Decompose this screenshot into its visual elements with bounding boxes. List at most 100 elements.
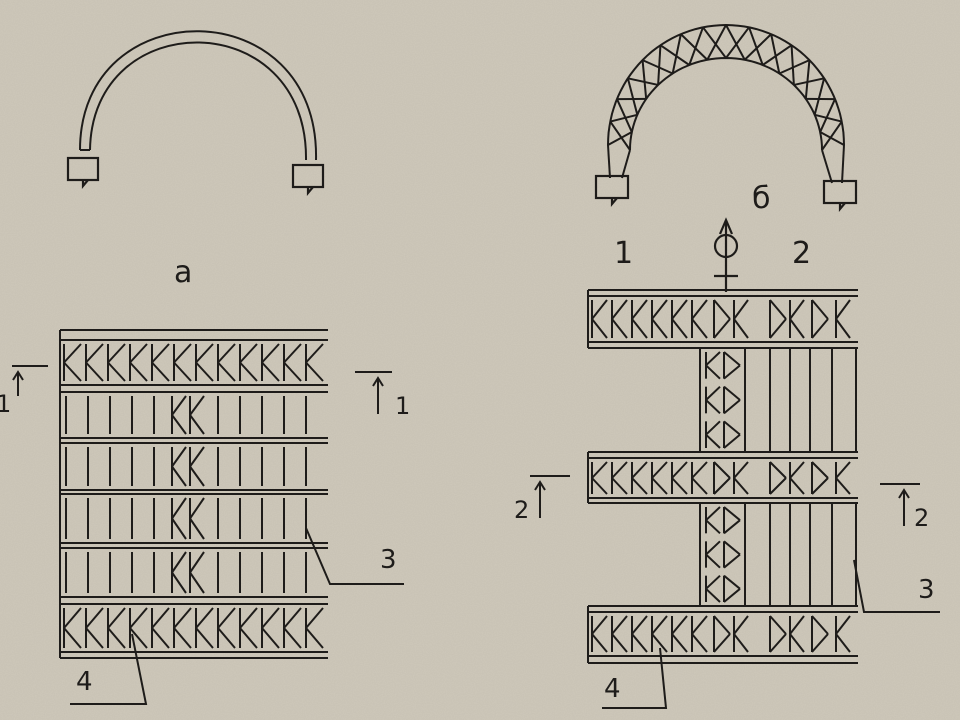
left-bay-k-1-a [171, 446, 187, 487]
right-arch-web-4-a [657, 45, 662, 86]
right-arch-leg-right [841, 144, 845, 184]
left-top-k-6 [195, 343, 214, 382]
right-truss-arch [607, 23, 845, 184]
left-arch-support-left [66, 156, 100, 190]
right-arch-web-12-a [793, 77, 825, 86]
right-band-d-0-a [713, 299, 731, 339]
right-arch-web-0-a [609, 121, 631, 151]
right-band-d-1-a [713, 461, 731, 495]
left-bottom-k-10 [283, 607, 302, 649]
left-top-k-10 [283, 343, 302, 382]
left-bottom-k-3 [129, 607, 148, 649]
right-band-k-1-4 [671, 461, 688, 495]
left-top-k-9 [261, 343, 280, 382]
left-top-k-11 [305, 343, 324, 382]
right-band-k2-2-c [835, 615, 851, 653]
right-section-label-right: 2 [914, 504, 929, 532]
right-figure-label: б [752, 181, 771, 216]
right-band-k-0-2 [631, 299, 648, 339]
right-band-d-1-c [811, 461, 829, 495]
right-arch-web-10-b [770, 33, 781, 74]
right-band-k2-2-b [789, 615, 805, 653]
right-band-d-0-c [811, 299, 829, 339]
right-arch-web-1-a [616, 98, 633, 133]
right-arch-leg-left-inner [621, 149, 631, 179]
left-bottom-k-7 [217, 607, 236, 649]
left-leader-label-4: 4 [76, 667, 93, 697]
right-band-d-2-b [769, 615, 787, 653]
right-band-k2-1-a [733, 461, 749, 495]
right-mid-k-0-2 [705, 420, 721, 449]
left-top-k-4 [151, 343, 170, 382]
right-arch-web-8-a [725, 26, 750, 59]
left-bay-k-0-a [171, 395, 187, 435]
left-top-k-1 [85, 343, 104, 382]
right-mid-d-0-1 [723, 385, 741, 415]
left-bottom-k-9 [261, 607, 280, 649]
right-arch-web-14-a [814, 113, 842, 123]
left-top-k-5 [173, 343, 192, 382]
right-arch-web-7-b [702, 26, 727, 59]
right-arch-web-9-b [748, 26, 764, 66]
right-mid-d-0-2 [723, 420, 741, 449]
right-band-k-0-3 [651, 299, 668, 339]
right-band-k-0-5 [691, 299, 708, 339]
right-leader-3 [853, 559, 940, 613]
left-section-label-right: 1 [395, 392, 410, 420]
right-arch-web-12-b [804, 60, 811, 99]
right-arch-leg-right-inner [821, 149, 833, 184]
left-bottom-k-6 [195, 607, 214, 649]
right-section-mark-left [530, 475, 570, 518]
right-mid-d-1-1 [723, 540, 741, 569]
right-section-label-left: 2 [514, 496, 529, 524]
right-arch-web-10-a [762, 44, 793, 66]
right-arch-web-7-a [706, 24, 727, 61]
right-band-k2-2-a [733, 615, 749, 653]
right-mid-k-1-1 [705, 540, 721, 569]
right-arch-web-15-b [821, 121, 843, 151]
right-band-k-1-0 [591, 461, 608, 495]
right-plan-grid [587, 289, 858, 664]
right-band-k-1-2 [631, 461, 648, 495]
right-arch-web-3-a [641, 60, 648, 99]
right-band-k2-0-c [835, 299, 851, 339]
right-arch-web-11-a [778, 59, 810, 75]
left-bay-k-2-a [171, 497, 187, 540]
left-arch [79, 30, 318, 161]
right-band-k2-1-b [789, 461, 805, 495]
right-arch-web-5-a [671, 33, 682, 74]
left-bottom-k-1 [85, 607, 104, 649]
left-leader-4 [70, 633, 148, 705]
right-band-k2-0-a [733, 299, 749, 339]
left-bottom-k-4 [151, 607, 170, 649]
right-band-d-1-b [769, 461, 787, 495]
right-band-k-2-2 [631, 615, 648, 653]
right-leader-label-3: 3 [918, 575, 935, 605]
right-axis-symbol [713, 217, 739, 292]
right-mid-d-1-2 [723, 574, 741, 603]
right-leader-4 [602, 647, 668, 709]
right-band-d-2-c [811, 615, 829, 653]
right-arch-web-8-b [725, 24, 746, 61]
right-band-k-1-5 [691, 461, 708, 495]
right-band-k-2-3 [651, 615, 668, 653]
right-mid-k-0-0 [705, 351, 721, 380]
right-section-mark-right [880, 483, 920, 526]
right-band-k-2-1 [611, 615, 628, 653]
left-leader-label-3: 3 [380, 545, 397, 575]
right-arch-web-1-b [610, 113, 638, 123]
left-bottom-k-2 [107, 607, 126, 649]
right-arch-web-6-b [680, 33, 708, 61]
right-mid-k-1-0 [705, 506, 721, 535]
right-arch-web-9-a [744, 33, 772, 61]
right-arch-leg-left [607, 144, 611, 179]
right-arch-web-6-a [688, 26, 704, 66]
left-bottom-k-8 [239, 607, 258, 649]
right-band-k-1-1 [611, 461, 628, 495]
right-band-k2-0-b [789, 299, 805, 339]
right-arch-web-3-b [627, 77, 659, 86]
left-bottom-k-5 [173, 607, 192, 649]
left-section-label-left: 1 [0, 390, 11, 418]
left-leader-3 [305, 527, 404, 585]
